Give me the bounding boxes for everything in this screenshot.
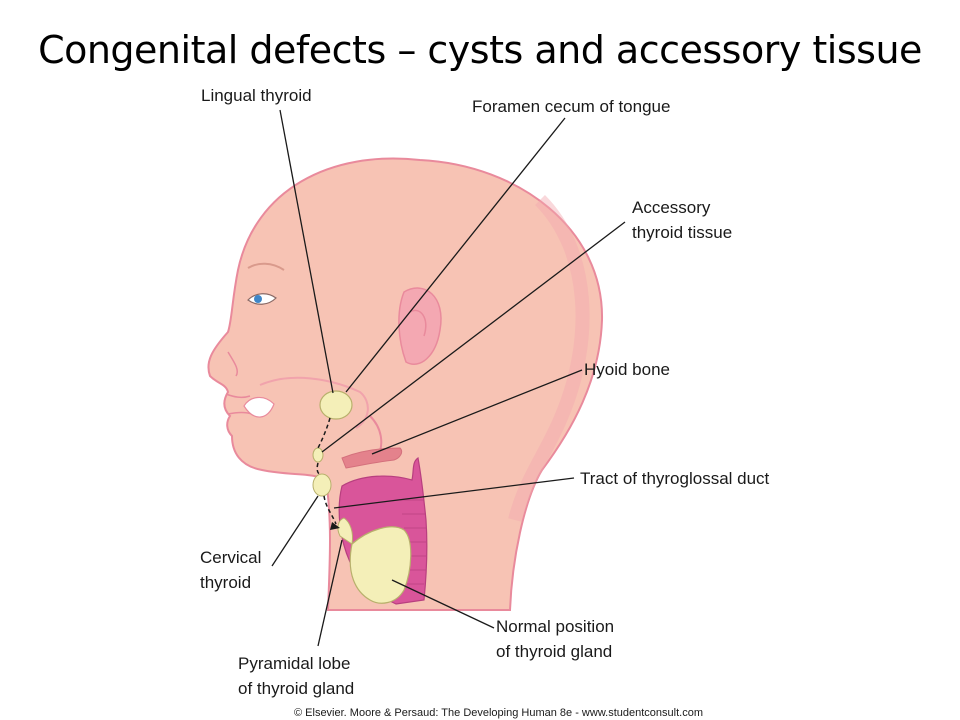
label-accessory-line1: Accessory xyxy=(632,198,711,217)
label-hyoid-bone: Hyoid bone xyxy=(584,360,670,379)
eye-iris xyxy=(254,295,262,303)
label-cervical-line2: thyroid xyxy=(200,573,251,592)
label-pyramidal-line2: of thyroid gland xyxy=(238,679,354,698)
ear-inner xyxy=(409,309,427,337)
copyright-notice: © Elsevier. Moore & Persaud: The Develop… xyxy=(294,707,703,719)
eyebrow xyxy=(247,262,285,271)
label-tract: Tract of thyroglossal duct xyxy=(580,469,770,488)
label-lingual-thyroid: Lingual thyroid xyxy=(201,86,312,105)
label-normal-line2: of thyroid gland xyxy=(496,642,612,661)
pyramidal-lobe xyxy=(337,517,353,545)
accessory-thyroid-mass xyxy=(312,447,324,463)
label-accessory-line2: thyroid tissue xyxy=(632,223,732,242)
lingual-thyroid-mass xyxy=(319,390,353,420)
leader-lines xyxy=(271,109,626,647)
duct-arrowhead xyxy=(330,522,340,530)
slide-title: Congenital defects – cysts and accessory… xyxy=(38,28,922,72)
thyroglossal-duct-tract xyxy=(316,417,337,525)
cervical-thyroid-mass xyxy=(312,473,332,497)
head-silhouette xyxy=(207,157,604,611)
oral-cavity xyxy=(259,376,369,429)
nose xyxy=(227,351,239,377)
label-normal-line1: Normal position xyxy=(496,617,614,636)
label-cervical-line1: Cervical xyxy=(200,548,261,567)
label-foramen-cecum: Foramen cecum of tongue xyxy=(472,97,670,116)
hyoid-bone xyxy=(341,447,403,469)
label-pyramidal-line1: Pyramidal lobe xyxy=(238,654,350,673)
mouth-cavity xyxy=(243,396,275,418)
thyroid-gland xyxy=(349,526,412,604)
skin-shading xyxy=(508,195,590,522)
